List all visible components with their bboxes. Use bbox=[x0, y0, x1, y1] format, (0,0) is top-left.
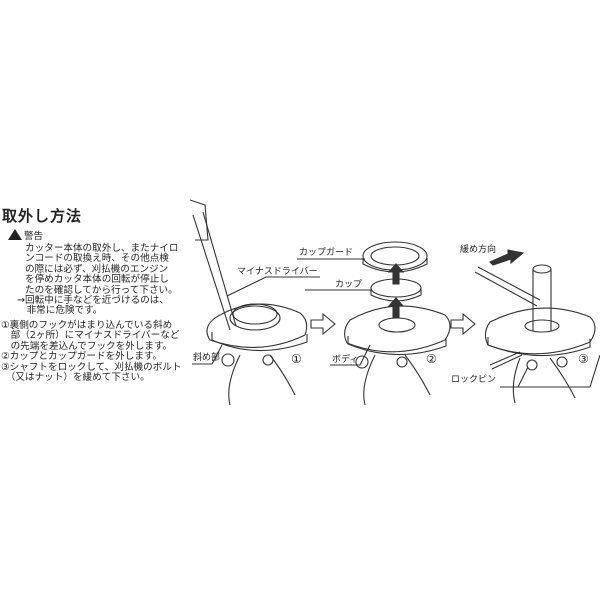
warning-label: 警告 bbox=[24, 231, 44, 242]
next-arrow-icon bbox=[450, 312, 476, 336]
step-line: の先端を差込んでフックを外します。 bbox=[1, 340, 173, 352]
step-line: ①裏側のフックがはまり込んでいる斜め bbox=[1, 320, 173, 331]
label-lock-pin: ロックピン bbox=[451, 375, 497, 385]
warning-line: →回転中に手などを近づけるのは、 bbox=[17, 295, 169, 307]
step-line: 部（2ヶ所）にマイナスドライバーなど bbox=[1, 330, 180, 342]
label-cup-guard: カップガード bbox=[299, 248, 354, 258]
warning-line: カッター本体の取外し、またナイロ bbox=[25, 243, 179, 254]
lock-pin bbox=[489, 351, 523, 370]
cutter-body-2 bbox=[344, 305, 451, 353]
warning-line: たのを確認してから行って下さい。 bbox=[25, 284, 178, 296]
label-body: ボディ bbox=[332, 355, 359, 365]
step-line: ②カップとカップガードを外します。 bbox=[1, 351, 163, 363]
warning-line: を停めカッタ本体の回転が停止し bbox=[25, 274, 169, 286]
figure-step-2 bbox=[297, 241, 451, 406]
step-line: ③シャフトをロックして、刈払機のボルト bbox=[1, 361, 182, 373]
cutter-body-3 bbox=[484, 307, 596, 355]
label-slant: 斜め部 bbox=[193, 353, 221, 363]
wrench-handle bbox=[474, 266, 541, 307]
label-screwdriver: マイナスドライバー bbox=[237, 267, 318, 277]
step-number-2: ② bbox=[426, 352, 437, 366]
warning-line: 非常に危険です。 bbox=[17, 305, 103, 317]
loosen-direction-arrow bbox=[489, 249, 525, 266]
screwdriver bbox=[192, 211, 237, 331]
step-number-1: ① bbox=[291, 352, 302, 366]
warning-text: カッター本体の取外し、またナイロ ンコードの取換え時、その他点検 の際には必ず、… bbox=[17, 243, 179, 317]
warning-triangle-icon bbox=[8, 229, 22, 240]
figure-step-3 bbox=[474, 249, 600, 404]
steps-list: ①裏側のフックがはまり込んでいる斜め 部（2ヶ所）にマイナスドライバーなど の先… bbox=[1, 320, 182, 384]
cutter-body-1 bbox=[206, 303, 308, 348]
label-cup: カップ bbox=[335, 280, 363, 290]
label-loosen-direction: 緩め方向 bbox=[460, 245, 497, 255]
warning-line: ンコードの取換え時、その他点検 bbox=[25, 253, 169, 265]
warning-line: の際には必ず、刈払機のエンジン bbox=[25, 263, 169, 275]
step-number-3: ③ bbox=[578, 352, 589, 366]
figure-step-1 bbox=[189, 199, 320, 406]
page-title: 取外し方法 bbox=[2, 207, 83, 225]
warning-heading: 警告 bbox=[8, 229, 44, 242]
step-line: （又はナット）を緩めて下さい。 bbox=[1, 372, 150, 384]
next-arrow-icon bbox=[310, 312, 336, 336]
